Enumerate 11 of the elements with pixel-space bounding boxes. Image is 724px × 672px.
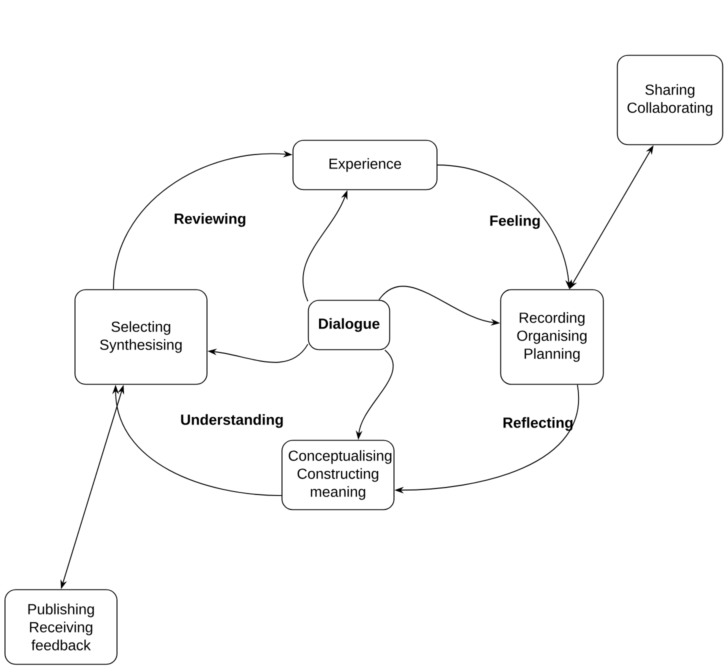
process-box: Selecting Synthesising [74, 289, 208, 385]
process-box: Publishing Receiving feedback [4, 589, 118, 665]
stage-label: Reflecting [504, 417, 572, 431]
process-box: Experience [292, 140, 438, 190]
process-box: Recording Organising Planning [500, 289, 604, 385]
stage-label: Understanding [181, 414, 283, 428]
stage-label: Feeling [490, 215, 540, 229]
process-box: Dialogue [308, 300, 390, 350]
process-box: Sharing Collaborating [616, 54, 724, 146]
stage-label: Reviewing [174, 213, 246, 227]
process-box: Conceptualising Constructing meaning [282, 440, 394, 510]
